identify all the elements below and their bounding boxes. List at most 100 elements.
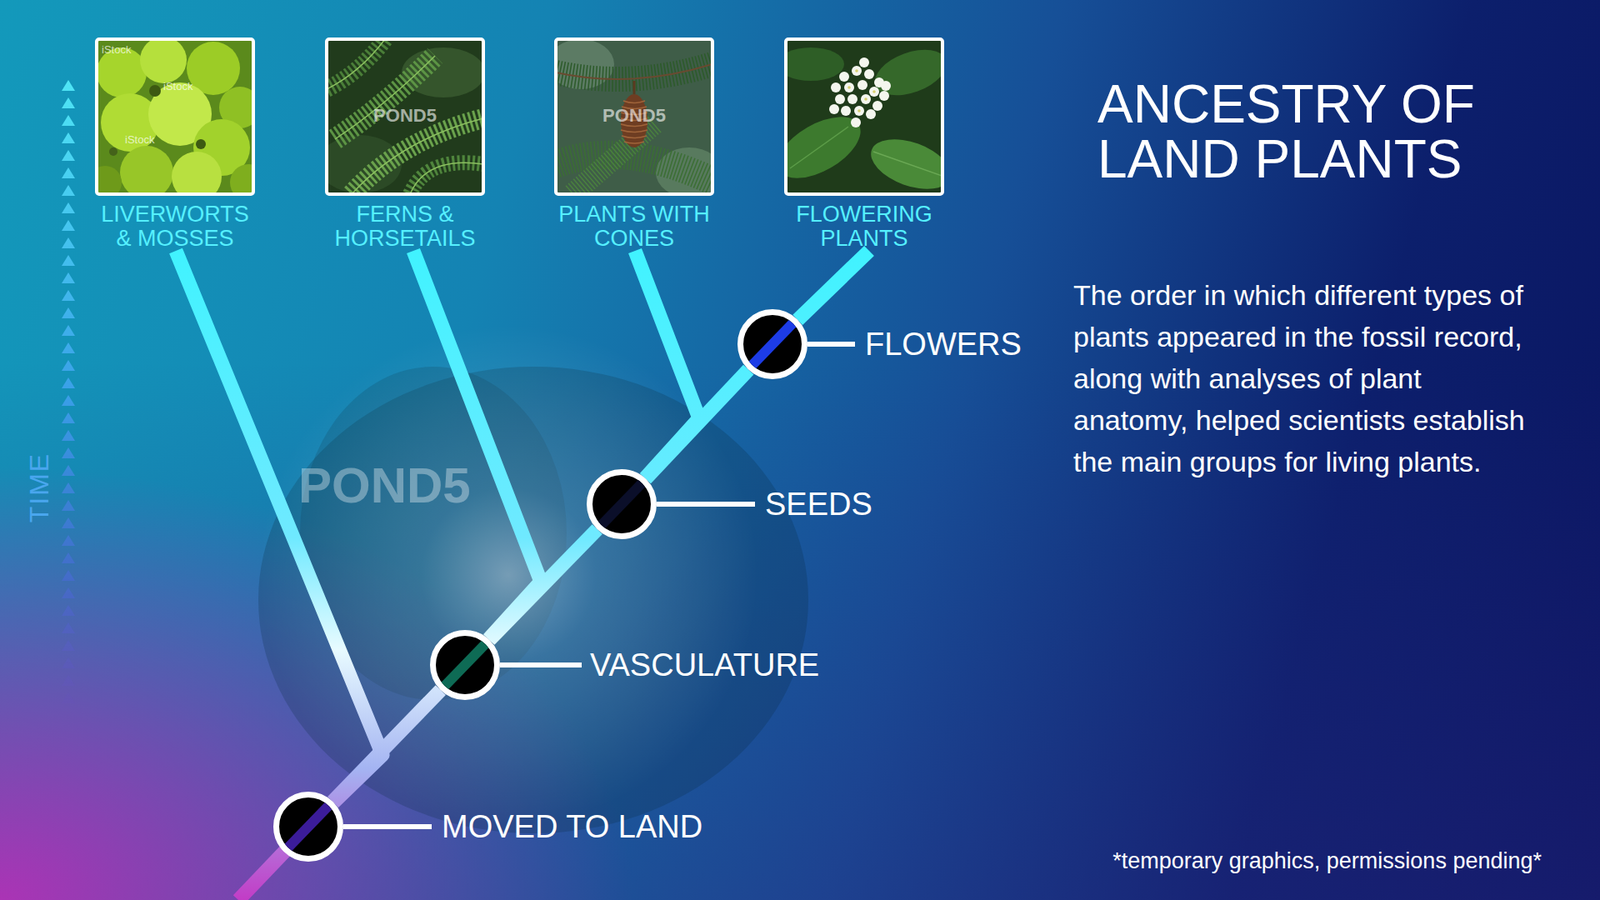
flower-photo-part-part — [829, 104, 840, 115]
watermark: iStock — [163, 80, 193, 93]
leader-line-part — [500, 662, 582, 668]
marker-stripe — [743, 315, 802, 374]
flower-photo-part — [873, 151, 945, 177]
marker-stripe — [435, 635, 495, 695]
photo-frame-part — [96, 39, 254, 195]
photo-frame-part — [326, 39, 484, 195]
branch-line — [413, 250, 541, 640]
branch-line — [332, 690, 441, 802]
flower-photo-part-part — [855, 69, 859, 73]
plant-group-label: PLANTS WITH CONES — [552, 202, 716, 251]
moss-photo-part — [140, 36, 187, 84]
diagram-caption: The order in which different types of pl… — [1073, 274, 1540, 483]
marker-fill — [279, 797, 338, 856]
flower-photo-part-part — [880, 80, 891, 91]
cone-photo-part-part — [623, 100, 645, 104]
forest-backdrop-part — [258, 325, 759, 825]
fern-photo-part — [410, 162, 484, 195]
flower-photo-part-part — [860, 94, 871, 105]
plant-group: FERNS & HORSETAILS — [305, 39, 505, 251]
flower-photo-part-part — [872, 100, 883, 111]
watermark: iStock — [125, 133, 155, 146]
cone-photo-part — [555, 155, 713, 181]
flower-photo — [767, 39, 958, 200]
branch-line — [797, 250, 870, 320]
watermark: iStock — [101, 43, 131, 56]
branch-line — [635, 250, 700, 479]
fern-photo-part — [335, 55, 435, 140]
photo-frame — [96, 39, 943, 195]
cone-photo-part-part — [624, 141, 645, 144]
leader-line-part — [656, 501, 755, 507]
flower-photo-part-part — [859, 57, 870, 68]
flower-photo-part-part — [854, 105, 865, 116]
watermark: POND5 — [298, 456, 471, 515]
fern-photo — [318, 39, 485, 195]
branch-line — [489, 529, 597, 640]
moss-photo-part — [109, 147, 118, 156]
flower-photo-part — [767, 104, 870, 190]
flower-photo-part — [790, 126, 849, 169]
axis-label: TIME — [24, 452, 55, 523]
trait-marker: MOVED TO LAND — [273, 791, 344, 862]
edge-group — [175, 250, 870, 803]
marker-stripe — [279, 797, 338, 856]
flower-photo-part-part — [830, 82, 841, 93]
footnote: *temporary graphics, permissions pending… — [1112, 848, 1542, 875]
flower-photo-part-part — [844, 82, 855, 93]
plant-group: PLANTS WITH CONES — [534, 39, 735, 251]
leader-line-part — [807, 341, 855, 347]
flower-photo-part-part — [850, 117, 861, 128]
flower-photo-part-part — [839, 71, 850, 82]
photo-frame-part — [785, 39, 943, 195]
flower-photo-part-part — [864, 97, 868, 101]
branch-line — [175, 250, 383, 803]
cone-photo-part — [555, 64, 713, 80]
watermark: POND5 — [602, 105, 666, 126]
plant-group-label: LIVERWORTS & MOSSES — [93, 202, 257, 251]
leader-line-part — [343, 824, 432, 830]
marker-fill — [592, 475, 651, 534]
fern-photo-part — [410, 162, 484, 195]
branch-line — [645, 370, 749, 480]
fern-photo-part — [351, 118, 484, 195]
moss-photo-part — [149, 85, 161, 97]
plant-group-label: FLOWERING PLANTS — [782, 202, 946, 251]
flower-photo-part-part — [865, 109, 876, 120]
fern-photo-part — [326, 39, 385, 90]
fern-photo-part — [326, 39, 385, 90]
marker-fill — [743, 315, 802, 374]
cone-photo-part — [555, 64, 713, 80]
cone-photo-part-part — [621, 135, 647, 139]
cone-photo-part — [633, 80, 636, 95]
flower-photo-part — [847, 69, 876, 113]
trait-marker: SEEDS — [586, 469, 657, 540]
flower-photo-part-part — [869, 86, 880, 97]
flower-photo-part-part — [835, 94, 845, 105]
flower-photo-part-part — [864, 69, 875, 80]
fern-photo-part — [351, 118, 484, 195]
plant-group: LIVERWORTS & MOSSES — [75, 39, 275, 251]
marker-fill — [435, 635, 495, 695]
flower-photo-part-part — [872, 90, 876, 94]
plant-group-label: FERNS & HORSETAILS — [323, 202, 487, 251]
time-arrow — [60, 76, 77, 707]
photo-frame-part — [555, 39, 713, 195]
flower-photo-part-part — [857, 80, 868, 90]
flower-photo-part-part — [851, 65, 862, 76]
flower-photo-part-part — [879, 90, 890, 101]
watermark: POND5 — [373, 105, 437, 126]
trait-label: VASCULATURE — [590, 646, 820, 684]
flower-photo-part-part — [847, 94, 858, 105]
trait-label: MOVED TO LAND — [441, 808, 703, 845]
moss-photo-part — [195, 139, 206, 150]
marker-stripe — [592, 475, 651, 534]
flower-photo-part-part — [847, 85, 851, 90]
trait-label: FLOWERS — [865, 325, 1022, 363]
plant-group: FLOWERING PLANTS — [764, 39, 965, 251]
flower-photo-part — [829, 57, 891, 128]
trait-marker: FLOWERS — [737, 309, 808, 380]
cone-photo — [547, 39, 723, 198]
